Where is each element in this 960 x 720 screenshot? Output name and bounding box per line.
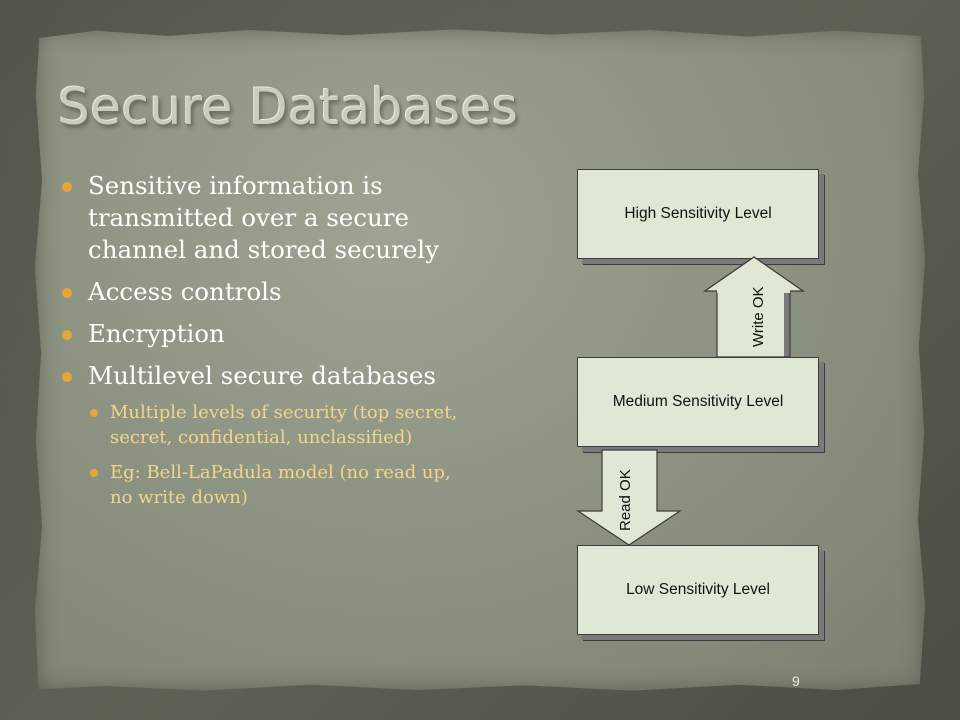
bullet-item: Encryption bbox=[62, 318, 462, 350]
sub-bullet-dot-icon bbox=[90, 409, 98, 417]
read-ok-label: Read OK bbox=[617, 469, 634, 531]
slide-title: Secure Databases bbox=[58, 78, 519, 136]
bullet-list: Sensitive information is transmitted ove… bbox=[62, 170, 462, 520]
sub-bullet-item: Eg: Bell-LaPadula model (no read up, no … bbox=[88, 460, 462, 510]
sub-bullet-dot-icon bbox=[90, 469, 98, 477]
high-level-box: High Sensitivity Level bbox=[577, 169, 819, 259]
bullet-text: Encryption bbox=[88, 319, 225, 348]
bullet-dot-icon bbox=[62, 330, 72, 340]
low-level-label: Low Sensitivity Level bbox=[626, 581, 770, 598]
write-ok-label: Write OK bbox=[750, 286, 767, 347]
sub-bullet-text: Multiple levels of security (top secret,… bbox=[110, 402, 458, 448]
medium-level-label: Medium Sensitivity Level bbox=[612, 393, 784, 410]
sub-bullet-item: Multiple levels of security (top secret,… bbox=[88, 400, 462, 450]
bullet-dot-icon bbox=[62, 372, 72, 382]
page-number: 9 bbox=[792, 673, 800, 689]
medium-level-box: Medium Sensitivity Level bbox=[577, 357, 819, 447]
sub-bullet-list: Multiple levels of security (top secret,… bbox=[88, 400, 462, 510]
high-level-label: High Sensitivity Level bbox=[624, 205, 772, 222]
bullet-text: Multilevel secure databases bbox=[88, 361, 436, 390]
bullet-text: Sensitive information is transmitted ove… bbox=[88, 171, 439, 264]
write-up-arrow: Write OK bbox=[703, 256, 805, 358]
bullet-dot-icon bbox=[62, 288, 72, 298]
sub-bullet-text: Eg: Bell-LaPadula model (no read up, no … bbox=[110, 462, 451, 508]
security-levels-diagram: High Sensitivity Level Medium Sensitivit… bbox=[570, 165, 830, 645]
bullet-dot-icon bbox=[62, 182, 72, 192]
flow-arrows: Write OK Read OK bbox=[576, 256, 805, 546]
bullet-item: Multilevel secure databases Multiple lev… bbox=[62, 360, 462, 510]
bullet-item: Sensitive information is transmitted ove… bbox=[62, 170, 462, 266]
low-level-box: Low Sensitivity Level bbox=[577, 545, 819, 635]
bullet-item: Access controls bbox=[62, 276, 462, 308]
bullet-text: Access controls bbox=[88, 277, 282, 306]
read-down-arrow: Read OK bbox=[576, 449, 682, 546]
